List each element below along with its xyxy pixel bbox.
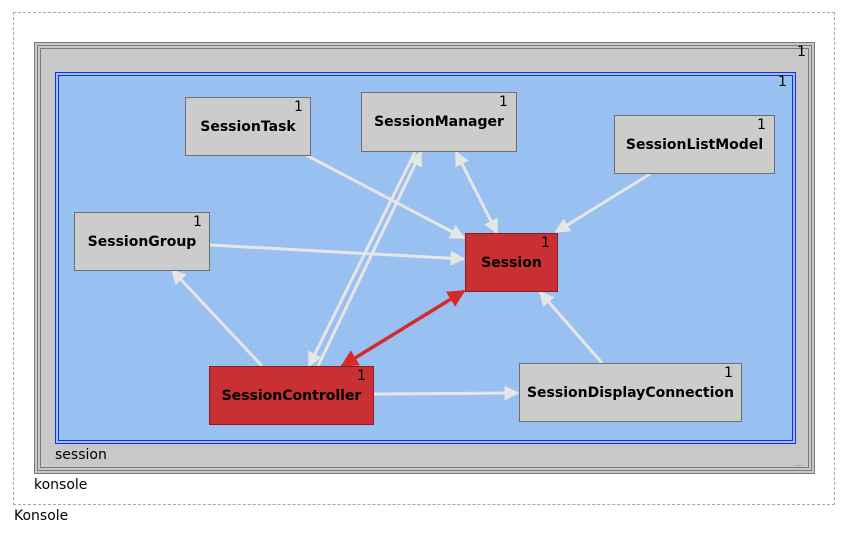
frame-multiplicity: 1	[797, 44, 806, 60]
node-label: SessionGroup	[87, 233, 197, 250]
edge-listmodel-to-session	[554, 172, 651, 234]
node-multiplicity: 1	[541, 235, 550, 251]
node-multiplicity: 1	[499, 94, 508, 110]
node-label: SessionDisplayConnection	[526, 384, 735, 401]
konsole-package-label: konsole	[34, 477, 88, 493]
node-multiplicity: 1	[193, 214, 202, 230]
edge-display-to-session	[538, 290, 604, 364]
node-label: SessionController	[221, 387, 362, 404]
node-label: SessionManager	[374, 114, 504, 130]
node-multiplicity: 1	[294, 99, 303, 115]
node-label: Session	[481, 254, 542, 271]
node-session-display-connection[interactable]: SessionDisplayConnection	[519, 363, 742, 422]
edge-controller-to-manager	[316, 150, 423, 367]
node-label: SessionListModel	[625, 136, 764, 153]
node-session-task[interactable]: SessionTask	[185, 97, 311, 156]
edge-task-to-session	[305, 153, 466, 240]
session-package-multiplicity: 1	[778, 74, 787, 90]
node-session-controller[interactable]: SessionController	[209, 366, 374, 425]
node-multiplicity: 1	[724, 365, 733, 381]
edge-group-to-session	[209, 243, 466, 266]
node-multiplicity: 1	[357, 368, 366, 384]
edge-controller-to-group	[170, 268, 264, 368]
node-session-manager[interactable]: SessionManager	[361, 92, 517, 152]
node-session-group[interactable]: SessionGroup	[74, 212, 210, 271]
edge-controller-to-display	[373, 385, 520, 401]
konsole-outer-package	[13, 12, 835, 505]
frame-ellipsis: ...	[794, 458, 804, 469]
outer-package-label: Konsole	[14, 508, 69, 524]
edge-manager-session	[454, 150, 499, 235]
edge-manager-to-controller	[307, 151, 417, 368]
session-package-label: session	[55, 447, 107, 463]
node-session[interactable]: Session	[465, 233, 558, 292]
node-session-list-model[interactable]: SessionListModel	[614, 115, 775, 174]
node-label: SessionTask	[200, 118, 296, 135]
node-multiplicity: 1	[757, 117, 766, 133]
edge-controller-session-highlight	[340, 289, 466, 368]
